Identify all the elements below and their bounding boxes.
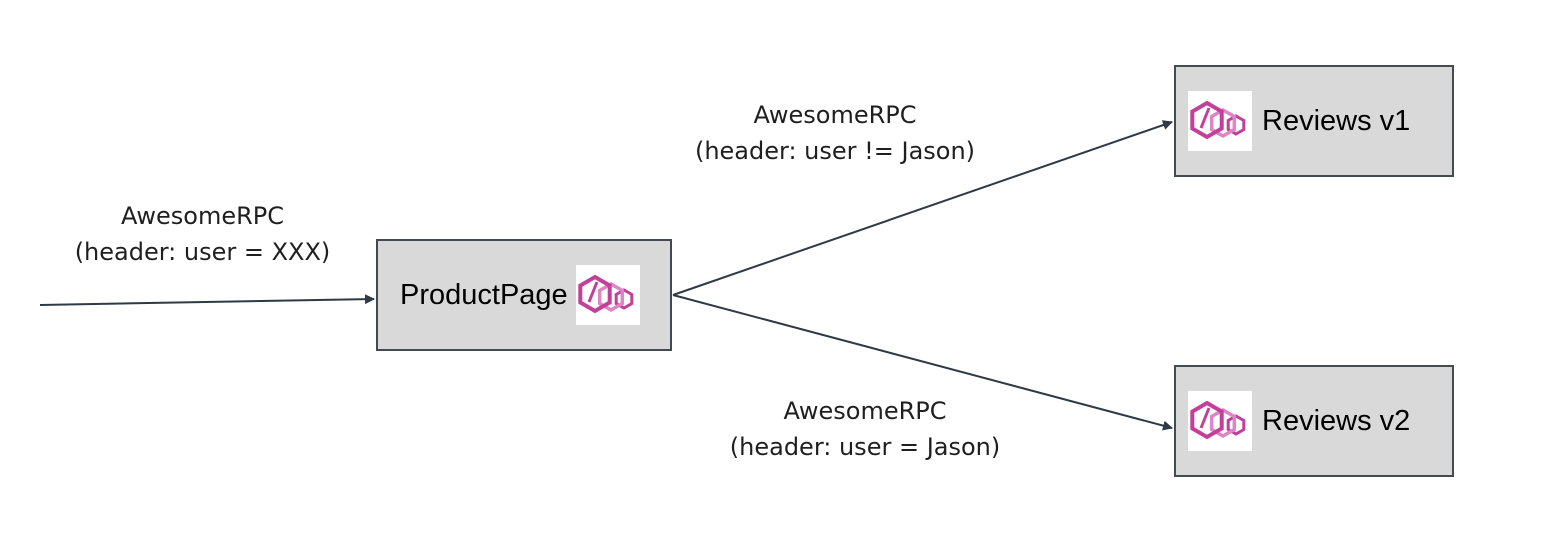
envoy-proxy-icon (575, 265, 640, 325)
node-productpage[interactable]: ProductPage (376, 239, 672, 351)
edge-label-to-reviews-v2-line2: (header: user = Jason) (729, 433, 1001, 461)
node-reviews-v2[interactable]: Reviews v2 (1174, 365, 1454, 477)
node-reviews-v1-label: Reviews v1 (1262, 104, 1411, 137)
edge-label-to-reviews-v1: AwesomeRPC (header: user != Jason) (620, 97, 1050, 169)
edge-productpage-to-reviews-v1 (672, 120, 1173, 296)
envoy-proxy-icon (1188, 91, 1252, 151)
edge-productpage-to-reviews-v2 (672, 294, 1173, 431)
edge-label-to-reviews-v1-line1: AwesomeRPC (753, 101, 917, 129)
edge-label-incoming-line1: AwesomeRPC (120, 202, 285, 230)
edge-label-incoming: AwesomeRPC (header: user = XXX) (30, 198, 375, 270)
edge-incoming (39, 294, 375, 306)
edge-label-to-reviews-v1-line2: (header: user != Jason) (694, 137, 976, 165)
edge-label-incoming-line2: (header: user = XXX) (74, 238, 331, 266)
node-reviews-v2-label: Reviews v2 (1262, 404, 1411, 437)
edge-label-to-reviews-v2: AwesomeRPC (header: user = Jason) (660, 393, 1070, 465)
edge-label-to-reviews-v2-line1: AwesomeRPC (783, 397, 947, 425)
envoy-proxy-icon (1188, 391, 1252, 451)
node-reviews-v1[interactable]: Reviews v1 (1174, 65, 1454, 177)
node-productpage-label: ProductPage (400, 278, 568, 311)
